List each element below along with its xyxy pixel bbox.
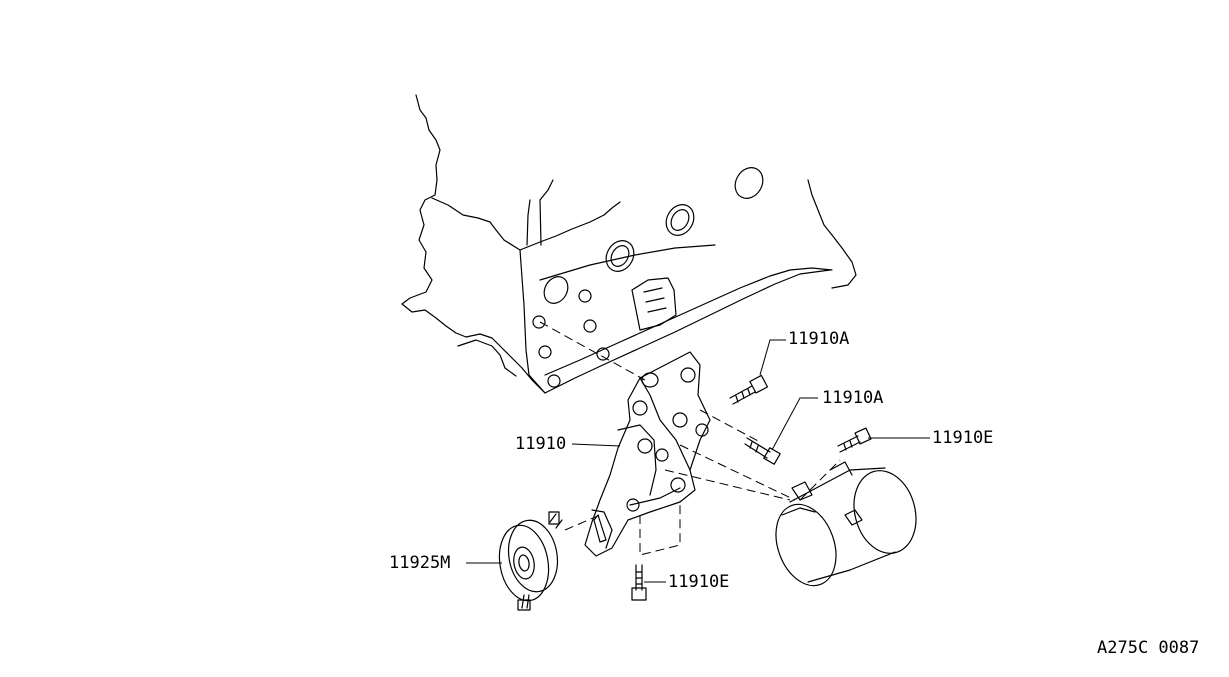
mounting-bracket: [584, 351, 711, 557]
label-11910-bracket: 11910: [515, 434, 567, 454]
leader-lines: [466, 339, 930, 583]
compressor: [775, 461, 917, 587]
bolt-11910a-lower: [744, 437, 781, 465]
figure-code: A275C 0087: [1097, 638, 1200, 658]
label-11910a-upper: 11910A: [788, 329, 850, 349]
alignment-lines: [539, 321, 841, 556]
label-11910e-right: 11910E: [932, 428, 994, 448]
engine-block: [401, 94, 857, 394]
idler-pulley: [498, 511, 563, 611]
bolt-11910e-right: [837, 427, 872, 453]
bolt-11910e-bottom: [631, 564, 647, 601]
label-11910a-lower: 11910A: [822, 388, 884, 408]
bolt-11910a-upper: [729, 374, 769, 405]
label-11925m-pulley: 11925M: [389, 553, 451, 573]
label-11910e-bottom: 11910E: [668, 572, 730, 592]
